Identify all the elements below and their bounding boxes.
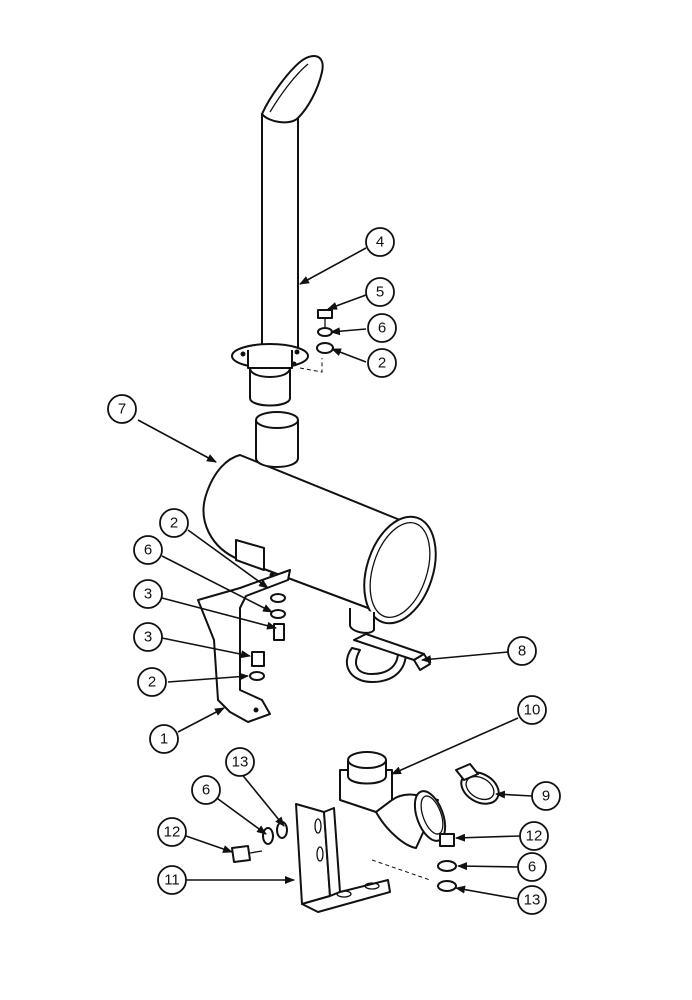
callout-12: 12 (519, 821, 549, 851)
callout-10: 10 (517, 695, 547, 725)
callout-6: 6 (133, 535, 163, 565)
svg-text:2: 2 (170, 515, 178, 532)
svg-text:6: 6 (378, 320, 386, 337)
hose-clamp (455, 763, 500, 805)
callout-6: 6 (517, 852, 547, 882)
svg-text:5: 5 (376, 284, 384, 301)
callout-2: 2 (137, 667, 167, 697)
svg-text:3: 3 (144, 629, 152, 646)
svg-text:2: 2 (148, 674, 156, 691)
svg-text:12: 12 (164, 824, 181, 841)
exhaust-elbow (339, 751, 447, 849)
svg-text:6: 6 (528, 859, 536, 876)
u-bolt-clamp (345, 633, 431, 683)
svg-text:7: 7 (118, 401, 126, 418)
svg-text:10: 10 (524, 702, 541, 719)
callout-6: 6 (367, 313, 397, 343)
callout-3: 3 (133, 622, 163, 652)
callout-2: 2 (159, 508, 189, 538)
svg-text:13: 13 (524, 892, 541, 909)
svg-text:3: 3 (144, 586, 152, 603)
callout-6: 6 (191, 775, 221, 805)
callout-11: 11 (157, 865, 187, 895)
hardware-stack-bolts (249, 309, 334, 681)
callout-9: 9 (531, 781, 561, 811)
callout-3: 3 (133, 579, 163, 609)
leader-lines (137, 247, 533, 900)
mounting-bracket (197, 569, 291, 723)
svg-text:12: 12 (526, 828, 543, 845)
callout-8: 8 (507, 636, 537, 666)
callout-13: 13 (225, 747, 255, 777)
svg-text:11: 11 (164, 872, 180, 889)
callout-2: 2 (367, 348, 397, 378)
svg-text:2: 2 (378, 355, 386, 372)
callout-4: 4 (365, 227, 395, 257)
exhaust-stack-pipe (231, 55, 324, 407)
callout-13: 13 (517, 885, 547, 915)
callout-12: 12 (157, 817, 187, 847)
svg-text:8: 8 (518, 643, 526, 660)
svg-text:4: 4 (376, 234, 384, 251)
callout-1: 1 (149, 724, 179, 754)
svg-text:13: 13 (232, 754, 249, 771)
callout-7: 7 (107, 394, 137, 424)
bracket-bolt-guide (371, 859, 431, 881)
svg-text:1: 1 (160, 731, 168, 748)
svg-text:6: 6 (144, 542, 152, 559)
svg-text:9: 9 (542, 788, 550, 805)
stack-bolt-guide (299, 358, 323, 373)
callout-5: 5 (365, 277, 395, 307)
svg-text:6: 6 (202, 782, 210, 799)
muffler-body (202, 411, 437, 634)
angle-bracket (295, 803, 391, 913)
